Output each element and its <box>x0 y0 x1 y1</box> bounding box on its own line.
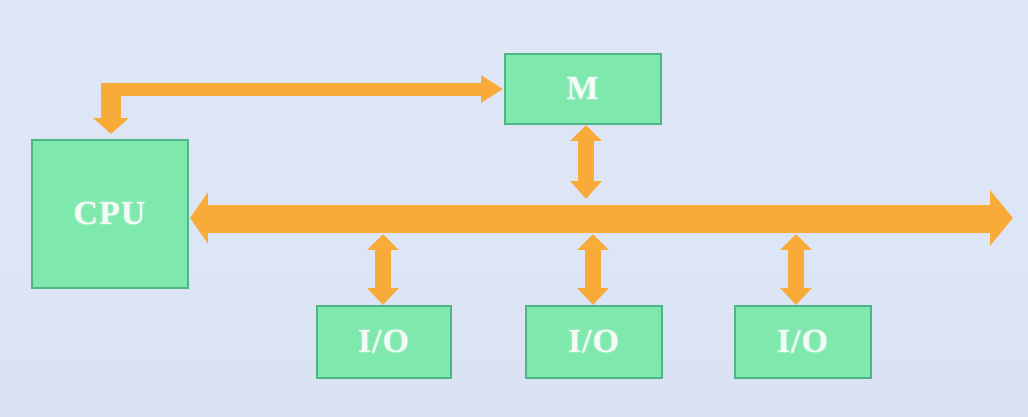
cpu-memory-link-arrowhead <box>481 75 503 103</box>
io-label-2: I/O <box>567 323 621 360</box>
io-label-3: I/O <box>776 323 830 360</box>
io-box-3: I/O <box>734 305 872 379</box>
cpu-memory-link-vertical <box>93 90 129 134</box>
memory-bus-link <box>570 125 602 199</box>
memory-box: M <box>504 53 662 125</box>
memory-label: M <box>566 70 600 107</box>
bus-io-1-link <box>367 234 399 305</box>
io-box-2: I/O <box>525 305 663 379</box>
bus-io-3-link <box>780 234 812 305</box>
cpu-label: CPU <box>73 195 147 232</box>
cpu-box: CPU <box>31 139 189 289</box>
system-bus-arrow <box>190 190 1013 246</box>
bus-io-2-link <box>577 234 609 305</box>
io-box-1: I/O <box>316 305 452 379</box>
io-label-1: I/O <box>357 323 411 360</box>
cpu-memory-link-horizontal <box>101 83 483 96</box>
